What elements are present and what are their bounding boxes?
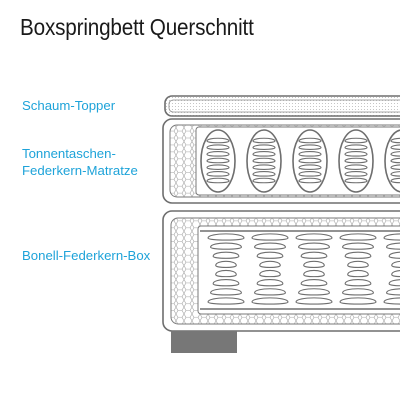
bonell-spring	[207, 233, 245, 305]
pocket-spring	[384, 129, 400, 193]
pocket-spring	[292, 129, 328, 193]
bonell-spring	[251, 233, 289, 305]
label-tonnentaschen-matratze: Tonnentaschen- Federkern-Matratze	[22, 145, 138, 179]
label-mattress-line1: Tonnentaschen-	[22, 146, 116, 161]
bonell-spring	[339, 233, 377, 305]
bonell-spring	[295, 233, 333, 305]
pocket-spring	[246, 129, 282, 193]
label-mattress-line2: Federkern-Matratze	[22, 163, 138, 178]
diagram-title: Boxspringbett Querschnitt	[20, 14, 254, 40]
schaum-topper-layer	[164, 95, 400, 117]
label-topper-text: Schaum-Topper	[22, 98, 116, 113]
pocket-spring	[338, 129, 374, 193]
bonell-federkern-box-layer	[162, 210, 400, 332]
label-schaum-topper: Schaum-Topper	[22, 97, 115, 114]
label-bonell-box: Bonell-Federkern-Box	[22, 247, 150, 264]
bed-foot	[171, 331, 237, 353]
label-box-text: Bonell-Federkern-Box	[22, 248, 151, 263]
bonell-springs	[207, 233, 400, 305]
pocket-spring	[200, 129, 236, 193]
pocket-springs	[200, 129, 400, 193]
tonnentaschen-matratze-layer	[162, 118, 400, 204]
